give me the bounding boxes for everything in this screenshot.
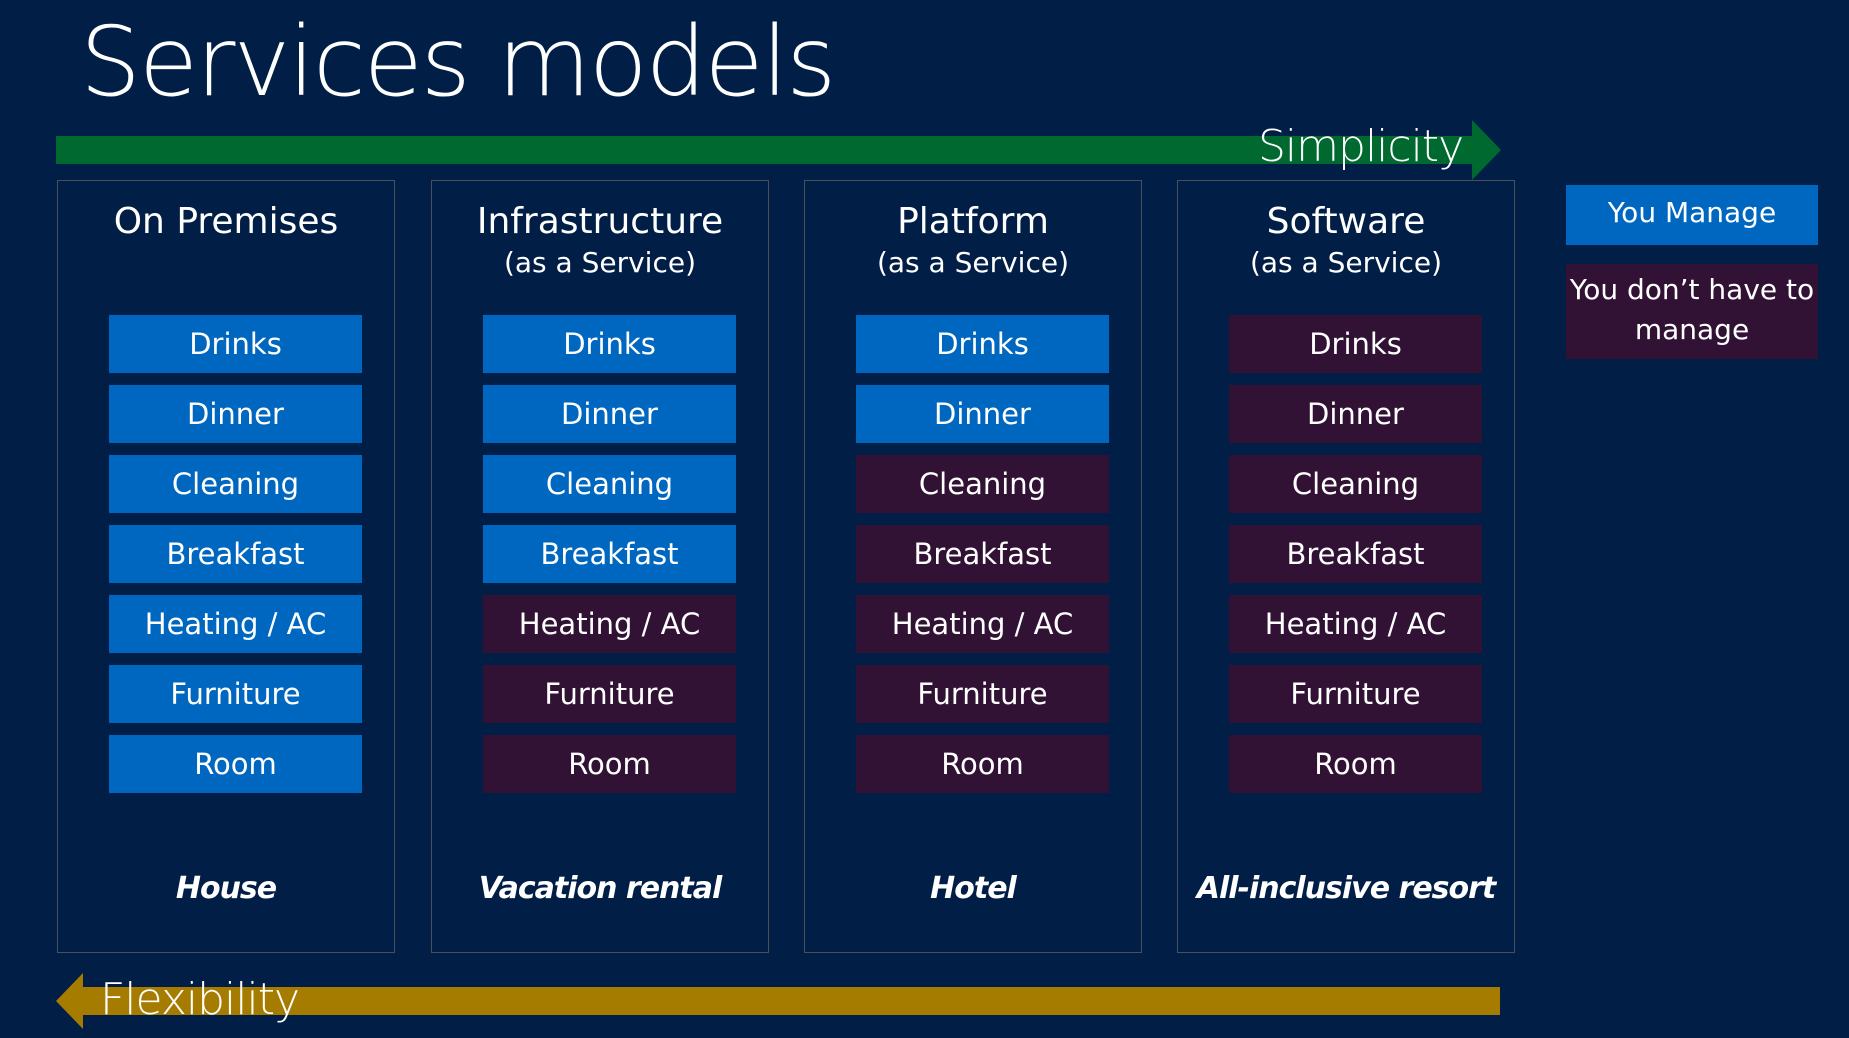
legend-you-manage-label: You Manage [1607,196,1777,229]
legend-you-manage: You Manage [1566,185,1818,245]
model-title: Platform [897,201,1049,242]
flexibility-label: Flexibility [100,974,300,1025]
managed-item: Furniture [109,665,362,723]
managed-item: Dinner [856,385,1109,443]
unmanaged-item: Breakfast [1229,525,1482,583]
managed-item: Drinks [856,315,1109,373]
unmanaged-item: Room [483,735,736,793]
unmanaged-item: Dinner [1229,385,1482,443]
unmanaged-item: Drinks [1229,315,1482,373]
unmanaged-item: Room [1229,735,1482,793]
unmanaged-item: Furniture [1229,665,1482,723]
managed-item: Dinner [109,385,362,443]
model-title: Software [1266,201,1426,242]
managed-item: Heating / AC [109,595,362,653]
managed-item: Breakfast [109,525,362,583]
unmanaged-item: Heating / AC [1229,595,1482,653]
slide-title: Services models [80,6,836,118]
model-example: All-inclusive resort [1196,871,1497,906]
model-example: Hotel [930,871,1017,906]
legend-not-managed-label: You don’t have to manage [1569,273,1815,346]
managed-item: Drinks [483,315,736,373]
simplicity-arrow-shape [56,120,1501,180]
simplicity-label: Simplicity [1258,121,1464,172]
unmanaged-item: Cleaning [856,455,1109,513]
unmanaged-item: Breakfast [856,525,1109,583]
managed-item: Cleaning [483,455,736,513]
unmanaged-item: Heating / AC [483,595,736,653]
flexibility-arrow-shape [56,973,1500,1029]
model-subtitle: (as a Service) [876,246,1070,279]
model-subtitle: (as a Service) [1249,246,1443,279]
unmanaged-item: Cleaning [1229,455,1482,513]
unmanaged-item: Furniture [483,665,736,723]
managed-item: Breakfast [483,525,736,583]
unmanaged-item: Heating / AC [856,595,1109,653]
legend-not-managed: You don’t have to manage [1566,264,1818,359]
model-example: House [175,871,277,906]
flexibility-arrow [56,973,1500,1029]
managed-item: Room [109,735,362,793]
unmanaged-item: Furniture [856,665,1109,723]
managed-item: Cleaning [109,455,362,513]
unmanaged-item: Room [856,735,1109,793]
model-title: Infrastructure [476,201,724,242]
model-title: On Premises [113,201,339,242]
model-subtitle: (as a Service) [503,246,697,279]
managed-item: Dinner [483,385,736,443]
managed-item: Drinks [109,315,362,373]
simplicity-arrow [56,120,1501,180]
model-example: Vacation rental [478,871,723,906]
